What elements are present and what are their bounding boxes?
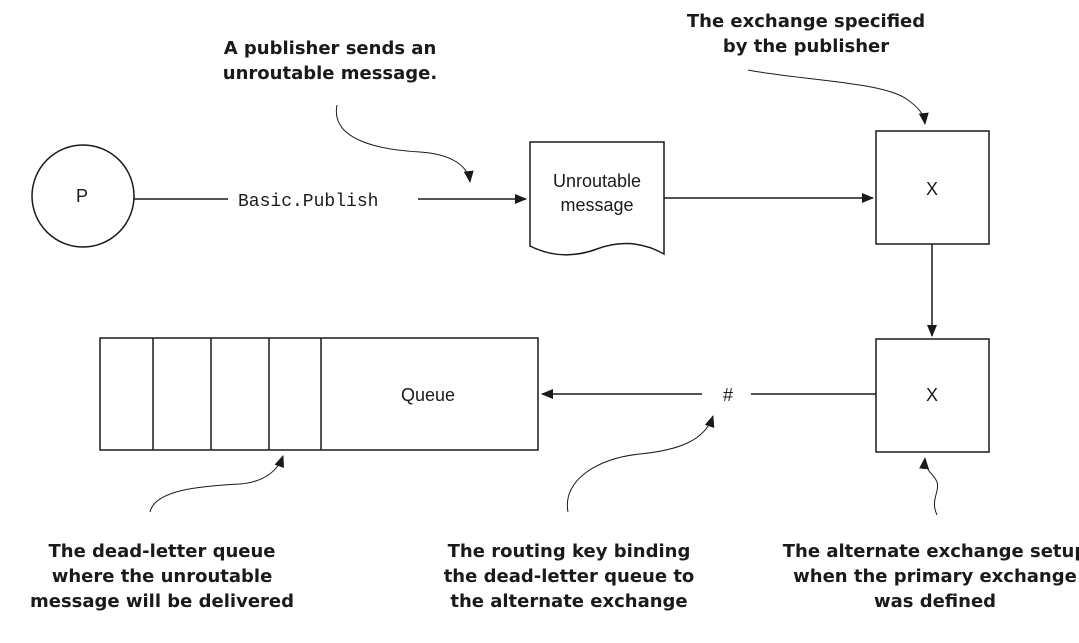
queue-note-pointer — [149, 455, 285, 513]
exchange-note-line1: The exchange specified — [687, 11, 925, 32]
publisher-note-line2: unroutable message. — [223, 63, 437, 84]
queue-label: Queue — [401, 385, 455, 405]
alternate-exchange-node: X — [875, 338, 990, 453]
primary-exchange-node: X — [875, 130, 990, 245]
publisher-label: P — [76, 186, 88, 206]
message-label-line1: Unroutable — [553, 171, 641, 191]
alternate-note-line1: The alternate exchange setup — [783, 541, 1079, 562]
alternate-exchange-label: X — [926, 385, 938, 405]
routing-note-pointer — [566, 415, 715, 513]
exchange-note-pointer — [747, 69, 929, 125]
queue-note-line1: The dead-letter queue — [48, 541, 275, 562]
routing-note-line2: the dead-letter queue to — [444, 566, 695, 587]
primary-exchange-label: X — [926, 179, 938, 199]
alternate-note-line3: was defined — [874, 591, 996, 612]
queue-note-line2: where the unroutable — [52, 566, 273, 587]
message-node: Unroutable message — [529, 141, 665, 256]
routing-note-line1: The routing key binding — [448, 541, 691, 562]
routing-note-line3: the alternate exchange — [450, 591, 687, 612]
alternate-note-line2: when the primary exchange — [793, 566, 1077, 587]
queue-note-line3: message will be delivered — [30, 591, 294, 612]
message-label-line2: message — [560, 195, 633, 215]
queue-node: Queue — [99, 337, 539, 451]
alternate-note-pointer — [919, 457, 939, 516]
routing-key-label: # — [723, 385, 733, 405]
publisher-note-line1: A publisher sends an — [224, 38, 437, 59]
publisher-note-pointer — [335, 104, 474, 183]
publisher-node: P — [31, 144, 135, 248]
publish-method-label: Basic.Publish — [238, 192, 378, 212]
exchange-note-line2: by the publisher — [723, 36, 889, 57]
